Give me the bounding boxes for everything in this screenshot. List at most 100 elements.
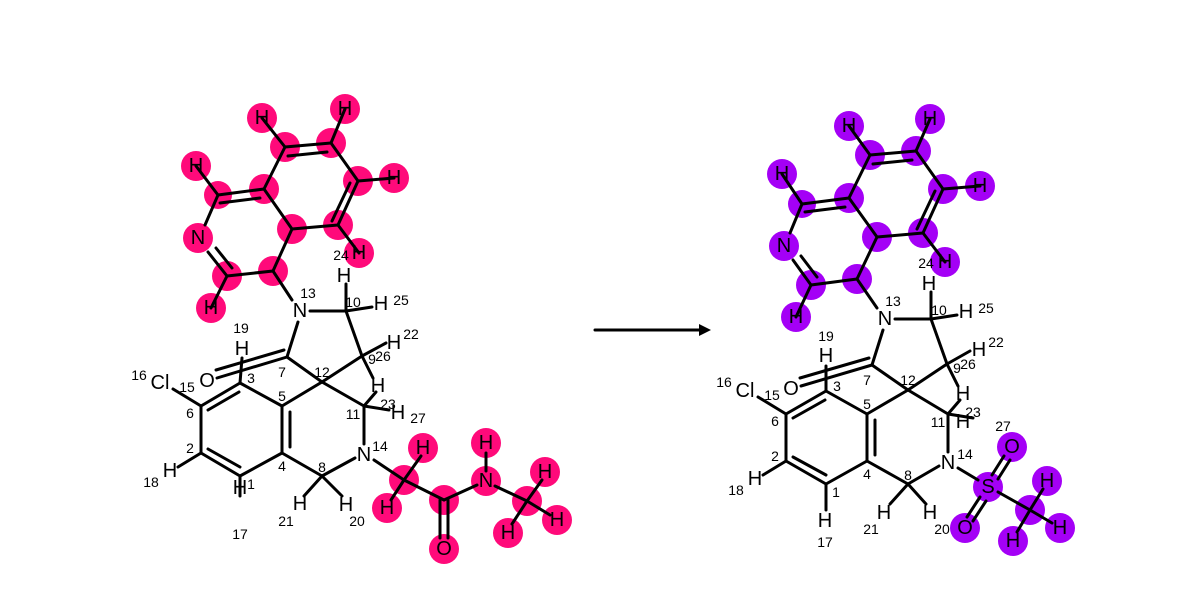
atom-index: 22 bbox=[988, 334, 1004, 350]
atom-index: 26 bbox=[960, 356, 976, 372]
atom-index: 3 bbox=[247, 370, 255, 386]
atom-symbol: H bbox=[959, 301, 973, 323]
atom-symbol: H bbox=[1006, 530, 1020, 552]
atom-index: 15 bbox=[764, 387, 780, 403]
atom-symbol: Cl bbox=[736, 380, 755, 402]
atom-symbol: N bbox=[777, 235, 791, 257]
atom-symbol: O bbox=[957, 517, 973, 539]
atom-index: 23 bbox=[965, 404, 981, 420]
atom-index: 5 bbox=[863, 396, 871, 412]
atom-symbol: H bbox=[380, 497, 394, 519]
atom-symbol: H bbox=[391, 402, 405, 424]
atom-symbol: O bbox=[783, 378, 799, 400]
atom-symbol: H bbox=[956, 411, 970, 433]
atom-index: 21 bbox=[278, 513, 294, 529]
atom-symbol: Cl bbox=[151, 372, 170, 394]
atom-index: 6 bbox=[186, 405, 194, 421]
atom-index: 13 bbox=[300, 285, 316, 301]
atom-symbol: N bbox=[479, 470, 493, 492]
atom-index: 25 bbox=[978, 300, 994, 316]
atom-symbol: H bbox=[416, 437, 430, 459]
atom-symbol: H bbox=[501, 522, 515, 544]
atom-symbol: H bbox=[956, 383, 970, 405]
atom-symbol: H bbox=[387, 167, 401, 189]
atom-index: 2 bbox=[186, 440, 194, 456]
atom-index: 2 bbox=[771, 448, 779, 464]
atom-symbol: H bbox=[374, 293, 388, 315]
atom-index: 10 bbox=[345, 294, 361, 310]
atom-index: 1 bbox=[832, 484, 840, 500]
atom-index: 7 bbox=[278, 364, 286, 380]
atom-index: 14 bbox=[372, 438, 388, 454]
atom-symbol: H bbox=[923, 502, 937, 524]
atom-symbol: H bbox=[337, 265, 351, 287]
atom-index: 16 bbox=[131, 367, 147, 383]
atom-symbol: O bbox=[199, 370, 215, 392]
atom-index: 22 bbox=[403, 326, 419, 342]
atom-symbol: H bbox=[819, 345, 833, 367]
atom-symbol: H bbox=[387, 332, 401, 354]
atom-symbol: H bbox=[352, 242, 366, 264]
atom-index: 5 bbox=[278, 388, 286, 404]
atom-index: 18 bbox=[728, 482, 744, 498]
atom-index: 3 bbox=[833, 378, 841, 394]
atom-index: 27 bbox=[995, 418, 1011, 434]
atom-symbol: H bbox=[789, 306, 803, 328]
left-bonds bbox=[171, 107, 552, 540]
atom-symbol: O bbox=[1004, 436, 1020, 458]
atom-symbol: H bbox=[339, 494, 353, 516]
atom-index: 11 bbox=[931, 414, 946, 430]
atom-index: 10 bbox=[931, 302, 947, 318]
atom-index: 25 bbox=[393, 292, 409, 308]
atom-index: 9 bbox=[953, 360, 961, 376]
atom-index: 12 bbox=[900, 372, 916, 388]
atom-symbol: H bbox=[255, 107, 269, 129]
atom-index: 18 bbox=[143, 474, 159, 490]
atom-index: 19 bbox=[233, 320, 249, 336]
atom-symbol: H bbox=[163, 460, 177, 482]
atom-symbol: H bbox=[550, 509, 564, 531]
atom-symbol: H bbox=[923, 108, 937, 130]
atom-index: 6 bbox=[771, 413, 779, 429]
atom-symbol: N bbox=[878, 308, 892, 330]
atom-symbol: H bbox=[338, 98, 352, 120]
atom-index: 13 bbox=[885, 293, 901, 309]
atom-index: 20 bbox=[934, 521, 950, 537]
atom-symbol: H bbox=[818, 510, 832, 532]
atom-symbol: H bbox=[204, 297, 218, 319]
reaction-arrow bbox=[593, 324, 711, 336]
atom-symbol: H bbox=[233, 477, 247, 499]
atom-index: 8 bbox=[318, 459, 326, 475]
atom-symbol: H bbox=[538, 461, 552, 483]
atom-symbol: H bbox=[479, 432, 493, 454]
atom-symbol: H bbox=[189, 155, 203, 177]
atom-symbol: H bbox=[877, 502, 891, 524]
atom-index: 1 bbox=[247, 476, 255, 492]
atom-index: 27 bbox=[410, 410, 426, 426]
atom-symbol: H bbox=[922, 273, 936, 295]
right-highlight-atoms bbox=[767, 104, 1075, 556]
atom-symbol: N bbox=[941, 452, 955, 474]
atom-symbol: H bbox=[938, 251, 952, 273]
atom-index: 16 bbox=[716, 374, 732, 390]
atom-index: 24 bbox=[333, 247, 349, 263]
atom-index: 14 bbox=[957, 446, 973, 462]
atom-symbol: H bbox=[293, 493, 307, 515]
atom-index: 4 bbox=[278, 458, 286, 474]
atom-symbol: N bbox=[357, 444, 371, 466]
atom-symbol: H bbox=[842, 115, 856, 137]
atom-index: 7 bbox=[863, 372, 871, 388]
atom-index: 23 bbox=[380, 396, 396, 412]
atom-symbol: H bbox=[775, 163, 789, 185]
atom-symbol: H bbox=[1040, 470, 1054, 492]
atom-symbol: H bbox=[973, 175, 987, 197]
atom-index: 17 bbox=[232, 526, 248, 542]
atom-index: 17 bbox=[817, 534, 833, 550]
atom-index: 11 bbox=[346, 406, 361, 422]
